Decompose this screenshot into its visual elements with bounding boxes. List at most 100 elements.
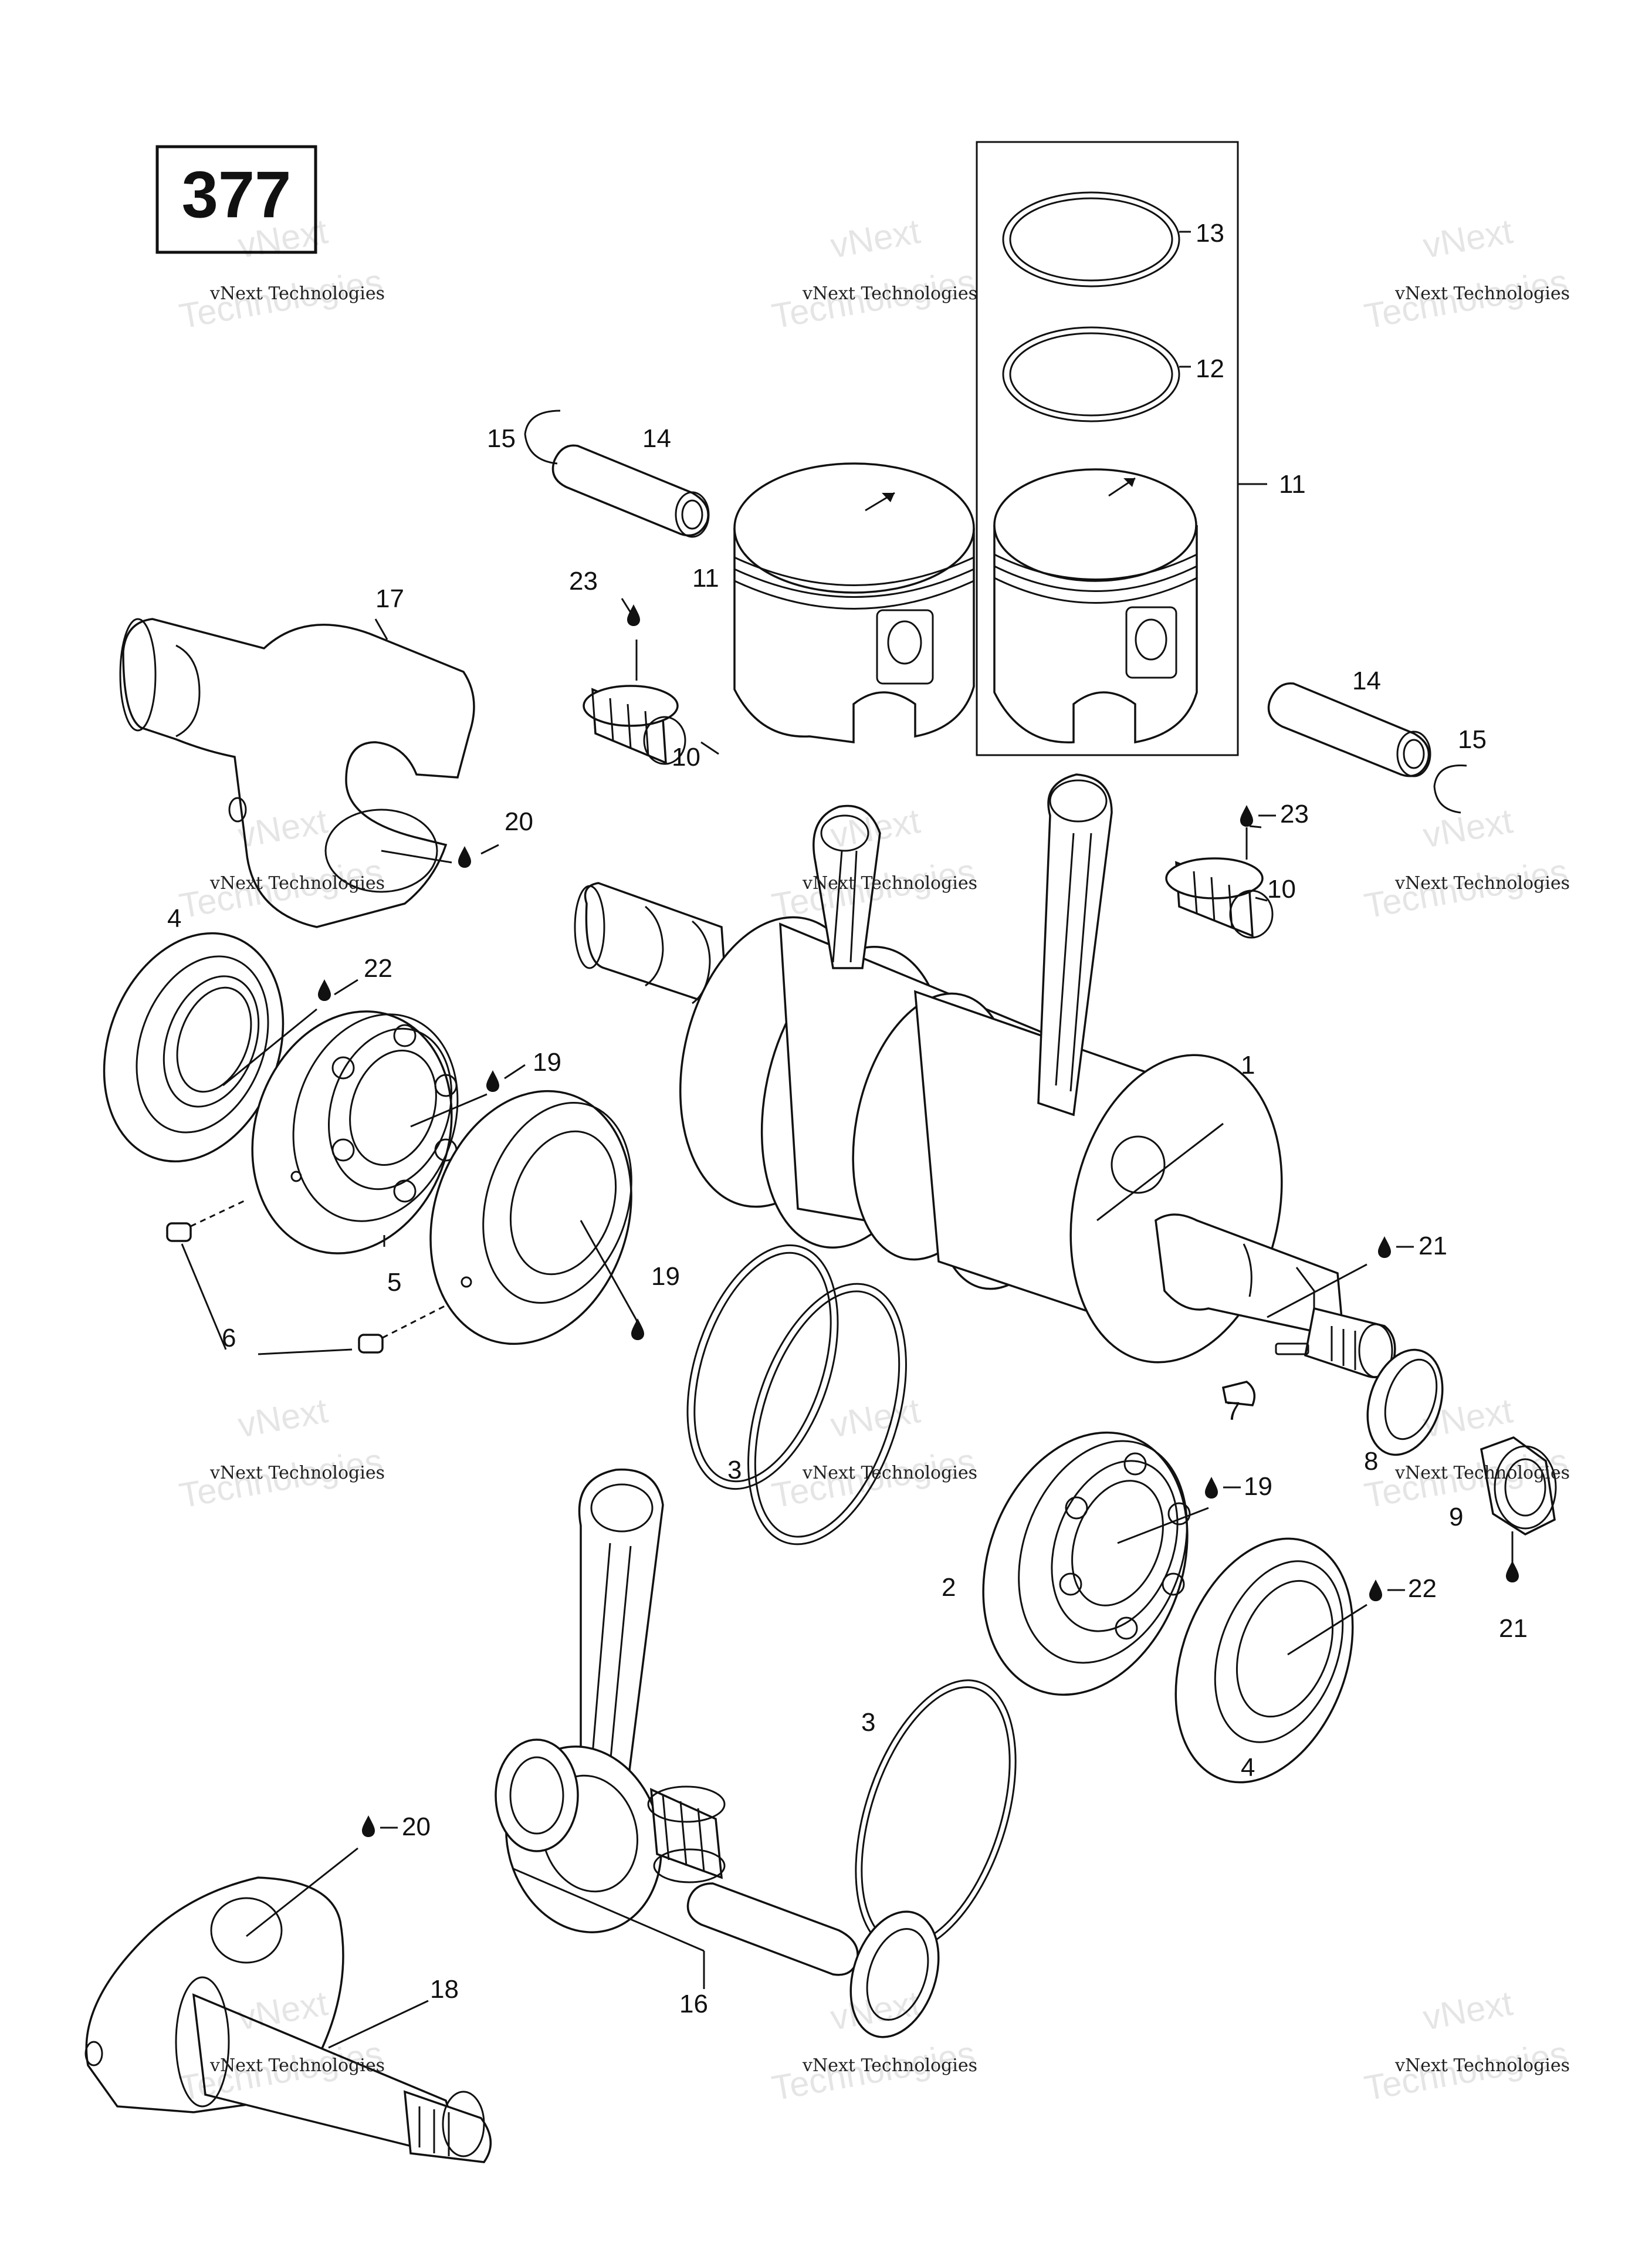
- lock-washer: [1366, 1348, 1444, 1456]
- piston-pin-upper: [551, 444, 710, 538]
- callout-14-right: 14: [1352, 667, 1381, 695]
- callout-10-right: 10: [1267, 875, 1296, 904]
- watermark: vNext vNext Technologies Technologies: [769, 211, 979, 336]
- svg-text:vNext: vNext: [828, 211, 923, 266]
- dowel-pin-lower: [358, 1304, 446, 1354]
- callout-18: 18: [430, 1975, 459, 2004]
- callout-10-upper: 10: [672, 743, 700, 772]
- drop-icon: [486, 1070, 499, 1092]
- callout-4-lower: 4: [1241, 1753, 1255, 1782]
- watermark: vNext vNext Technologies Technologies: [177, 1391, 386, 1516]
- callout-16: 16: [679, 1990, 708, 2018]
- circlip-upper: [524, 410, 561, 465]
- callout-6: 6: [222, 1324, 236, 1352]
- callout-7: 7: [1226, 1397, 1240, 1426]
- piston-kit-frame: [976, 141, 1239, 756]
- svg-text:vNext Technologies: vNext Technologies: [209, 873, 385, 894]
- drop-icon: [1240, 805, 1253, 827]
- needle-bearing-upper: [583, 685, 686, 765]
- callout-11-kit: 11: [1279, 470, 1306, 499]
- callout-15-right: 15: [1458, 725, 1487, 754]
- callout-1: 1: [1241, 1051, 1255, 1080]
- svg-text:vNext Technologies: vNext Technologies: [802, 2055, 977, 2076]
- circlip-right: [1433, 764, 1467, 814]
- svg-text:Technologies: Technologies: [1362, 262, 1571, 336]
- callout-19-lower: 19: [1244, 1472, 1272, 1501]
- dowel-pin-upper: [166, 1199, 247, 1242]
- callout-9: 9: [1449, 1503, 1463, 1531]
- svg-text:Technologies: Technologies: [177, 1441, 386, 1516]
- piston-pin-right: [1267, 682, 1431, 777]
- svg-text:Technologies: Technologies: [769, 2034, 979, 2108]
- page-number-box: 377: [155, 145, 317, 254]
- callout-11-piston: 11: [692, 564, 719, 593]
- watermark: vNext vNext Technologies Technologies: [1362, 211, 1571, 336]
- svg-text:vNext Technologies: vNext Technologies: [802, 283, 977, 304]
- drop-icon: [627, 604, 640, 626]
- callout-2: 2: [942, 1573, 956, 1602]
- svg-text:vNext: vNext: [828, 1983, 923, 2038]
- svg-text:vNext Technologies: vNext Technologies: [802, 873, 977, 894]
- piston-ring-second: [1002, 326, 1180, 422]
- crank-half-lower: [84, 1876, 492, 2163]
- svg-text:vNext Technologies: vNext Technologies: [209, 1463, 385, 1483]
- callout-22-lower: 22: [1408, 1574, 1437, 1603]
- watermark: vNext vNext Technologies Technologies: [1362, 801, 1571, 926]
- drop-icon: [631, 1318, 644, 1340]
- o-ring-lower: [855, 1679, 1017, 1953]
- drop-icon: [1205, 1477, 1218, 1499]
- page-number: 377: [182, 158, 292, 231]
- drop-icon: [458, 846, 471, 868]
- ball-bearing-left-inner: [251, 1010, 459, 1254]
- drop-icon: [318, 979, 331, 1001]
- callout-20-upper: 20: [505, 807, 533, 836]
- watermark: vNext vNext Technologies Technologies: [769, 1983, 979, 2108]
- piston-in-kit: [993, 468, 1198, 744]
- svg-text:vNext Technologies: vNext Technologies: [802, 1463, 977, 1483]
- piston-ring-top: [1002, 191, 1180, 288]
- callout-22-upper: 22: [364, 954, 392, 983]
- callout-5: 5: [387, 1268, 401, 1297]
- callout-23-right: 23: [1280, 800, 1309, 828]
- leader-lines: [222, 598, 1367, 2049]
- ball-bearing-left-outer: [429, 1090, 632, 1345]
- svg-text:vNext: vNext: [828, 1391, 923, 1445]
- svg-text:vNext Technologies: vNext Technologies: [1394, 2055, 1570, 2076]
- callout-15-upper: 15: [487, 424, 516, 453]
- crank-half-upper: [119, 618, 475, 928]
- callout-21-lower: 21: [1499, 1614, 1528, 1643]
- svg-text:Technologies: Technologies: [1362, 2034, 1571, 2108]
- drop-icon: [1378, 1236, 1391, 1258]
- crankshaft-nut: [1480, 1436, 1557, 1536]
- svg-text:Technologies: Technologies: [177, 262, 386, 336]
- callout-8: 8: [1364, 1447, 1378, 1476]
- svg-text:vNext Technologies: vNext Technologies: [209, 283, 385, 304]
- callout-19-middle: 19: [651, 1262, 680, 1291]
- drop-icon: [362, 1815, 375, 1837]
- callout-19-upper: 19: [533, 1048, 561, 1077]
- svg-text:Technologies: Technologies: [769, 1441, 979, 1516]
- ball-bearing-right: [982, 1431, 1191, 1696]
- callout-3-upper: 3: [727, 1456, 742, 1484]
- piston-left: [733, 462, 975, 743]
- watermark: vNext vNext Technologies Technologies: [1362, 1983, 1571, 2108]
- callout-13: 13: [1196, 219, 1224, 248]
- svg-text:vNext: vNext: [1420, 1983, 1516, 2038]
- callout-21-right: 21: [1419, 1232, 1447, 1260]
- drop-icon: [1506, 1561, 1519, 1582]
- svg-text:vNext Technologies: vNext Technologies: [1394, 1463, 1570, 1483]
- needle-bearing-right: [1165, 857, 1274, 939]
- svg-text:vNext: vNext: [235, 1391, 331, 1445]
- watermark: vNext vNext Technologies Technologies: [769, 1391, 979, 1516]
- thrust-washer-pair: [686, 1244, 907, 1545]
- svg-text:vNext Technologies: vNext Technologies: [1394, 873, 1570, 894]
- callout-dashes: [380, 814, 1414, 1829]
- svg-text:vNext Technologies: vNext Technologies: [1394, 283, 1570, 304]
- callout-14-upper: 14: [642, 424, 671, 453]
- callout-23-upper: 23: [569, 567, 598, 596]
- callout-17: 17: [375, 584, 404, 613]
- callout-3-lower: 3: [861, 1708, 875, 1737]
- svg-text:Technologies: Technologies: [1362, 851, 1571, 926]
